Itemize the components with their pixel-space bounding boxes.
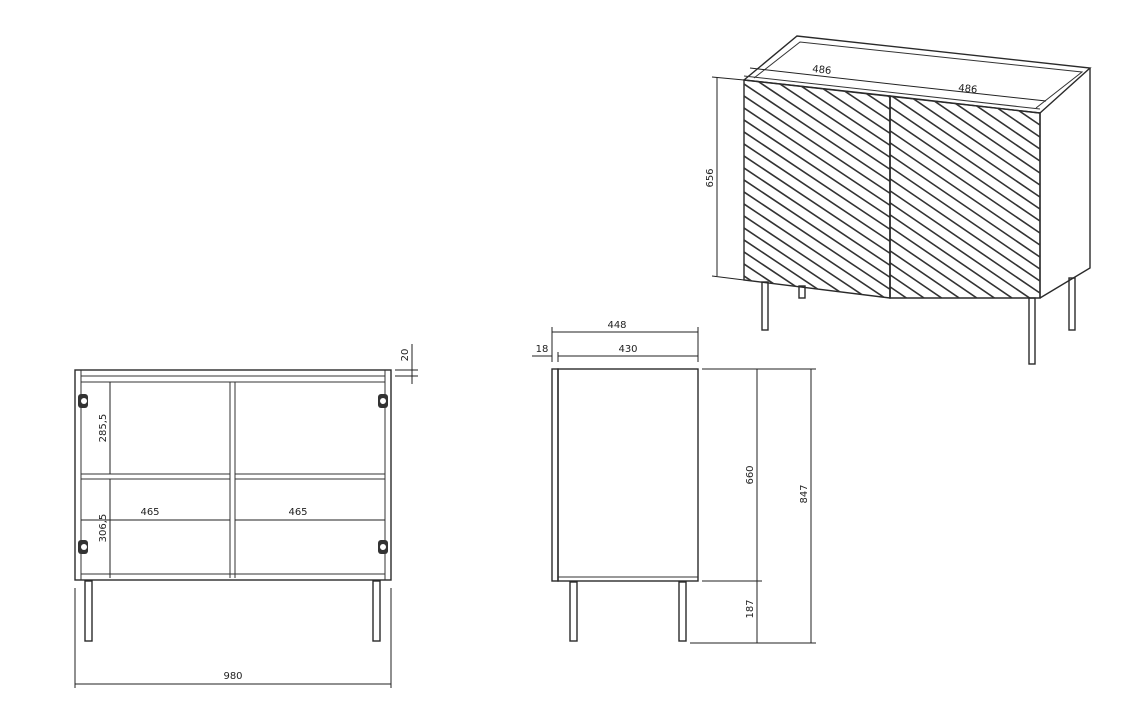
perspective-view: 486 486 656 bbox=[705, 35, 1092, 365]
side-view: 448 430 18 660 187 847 bbox=[532, 320, 816, 644]
dim-overall-depth: 448 bbox=[607, 320, 626, 331]
dim-body-height: 660 bbox=[745, 465, 756, 484]
hinge-icon bbox=[78, 540, 88, 554]
dim-lower-compartment: 306,5 bbox=[98, 514, 109, 543]
dim-overall-height: 847 bbox=[799, 484, 810, 503]
dim-overall-width: 980 bbox=[223, 671, 242, 682]
left-door-fluting bbox=[744, 80, 890, 298]
dim-upper-compartment: 285,5 bbox=[98, 414, 109, 443]
dim-door-thickness: 18 bbox=[536, 344, 549, 355]
right-door-fluting bbox=[890, 96, 1040, 298]
hinge-icon bbox=[378, 540, 388, 554]
dim-front-height: 656 bbox=[705, 168, 716, 187]
dim-door-width-right: 486 bbox=[958, 83, 978, 96]
hinge-icon bbox=[78, 394, 88, 408]
hinge-icon bbox=[378, 394, 388, 408]
dim-door-width-left: 486 bbox=[812, 64, 832, 77]
dim-top-thickness: 20 bbox=[400, 349, 411, 362]
dim-right-compartment-width: 465 bbox=[288, 507, 307, 518]
dim-leg-height: 187 bbox=[745, 599, 756, 618]
dim-left-compartment-width: 465 bbox=[140, 507, 159, 518]
dim-carcass-depth: 430 bbox=[618, 344, 637, 355]
front-view: 285,5 306,5 465 465 20 980 bbox=[74, 344, 418, 688]
